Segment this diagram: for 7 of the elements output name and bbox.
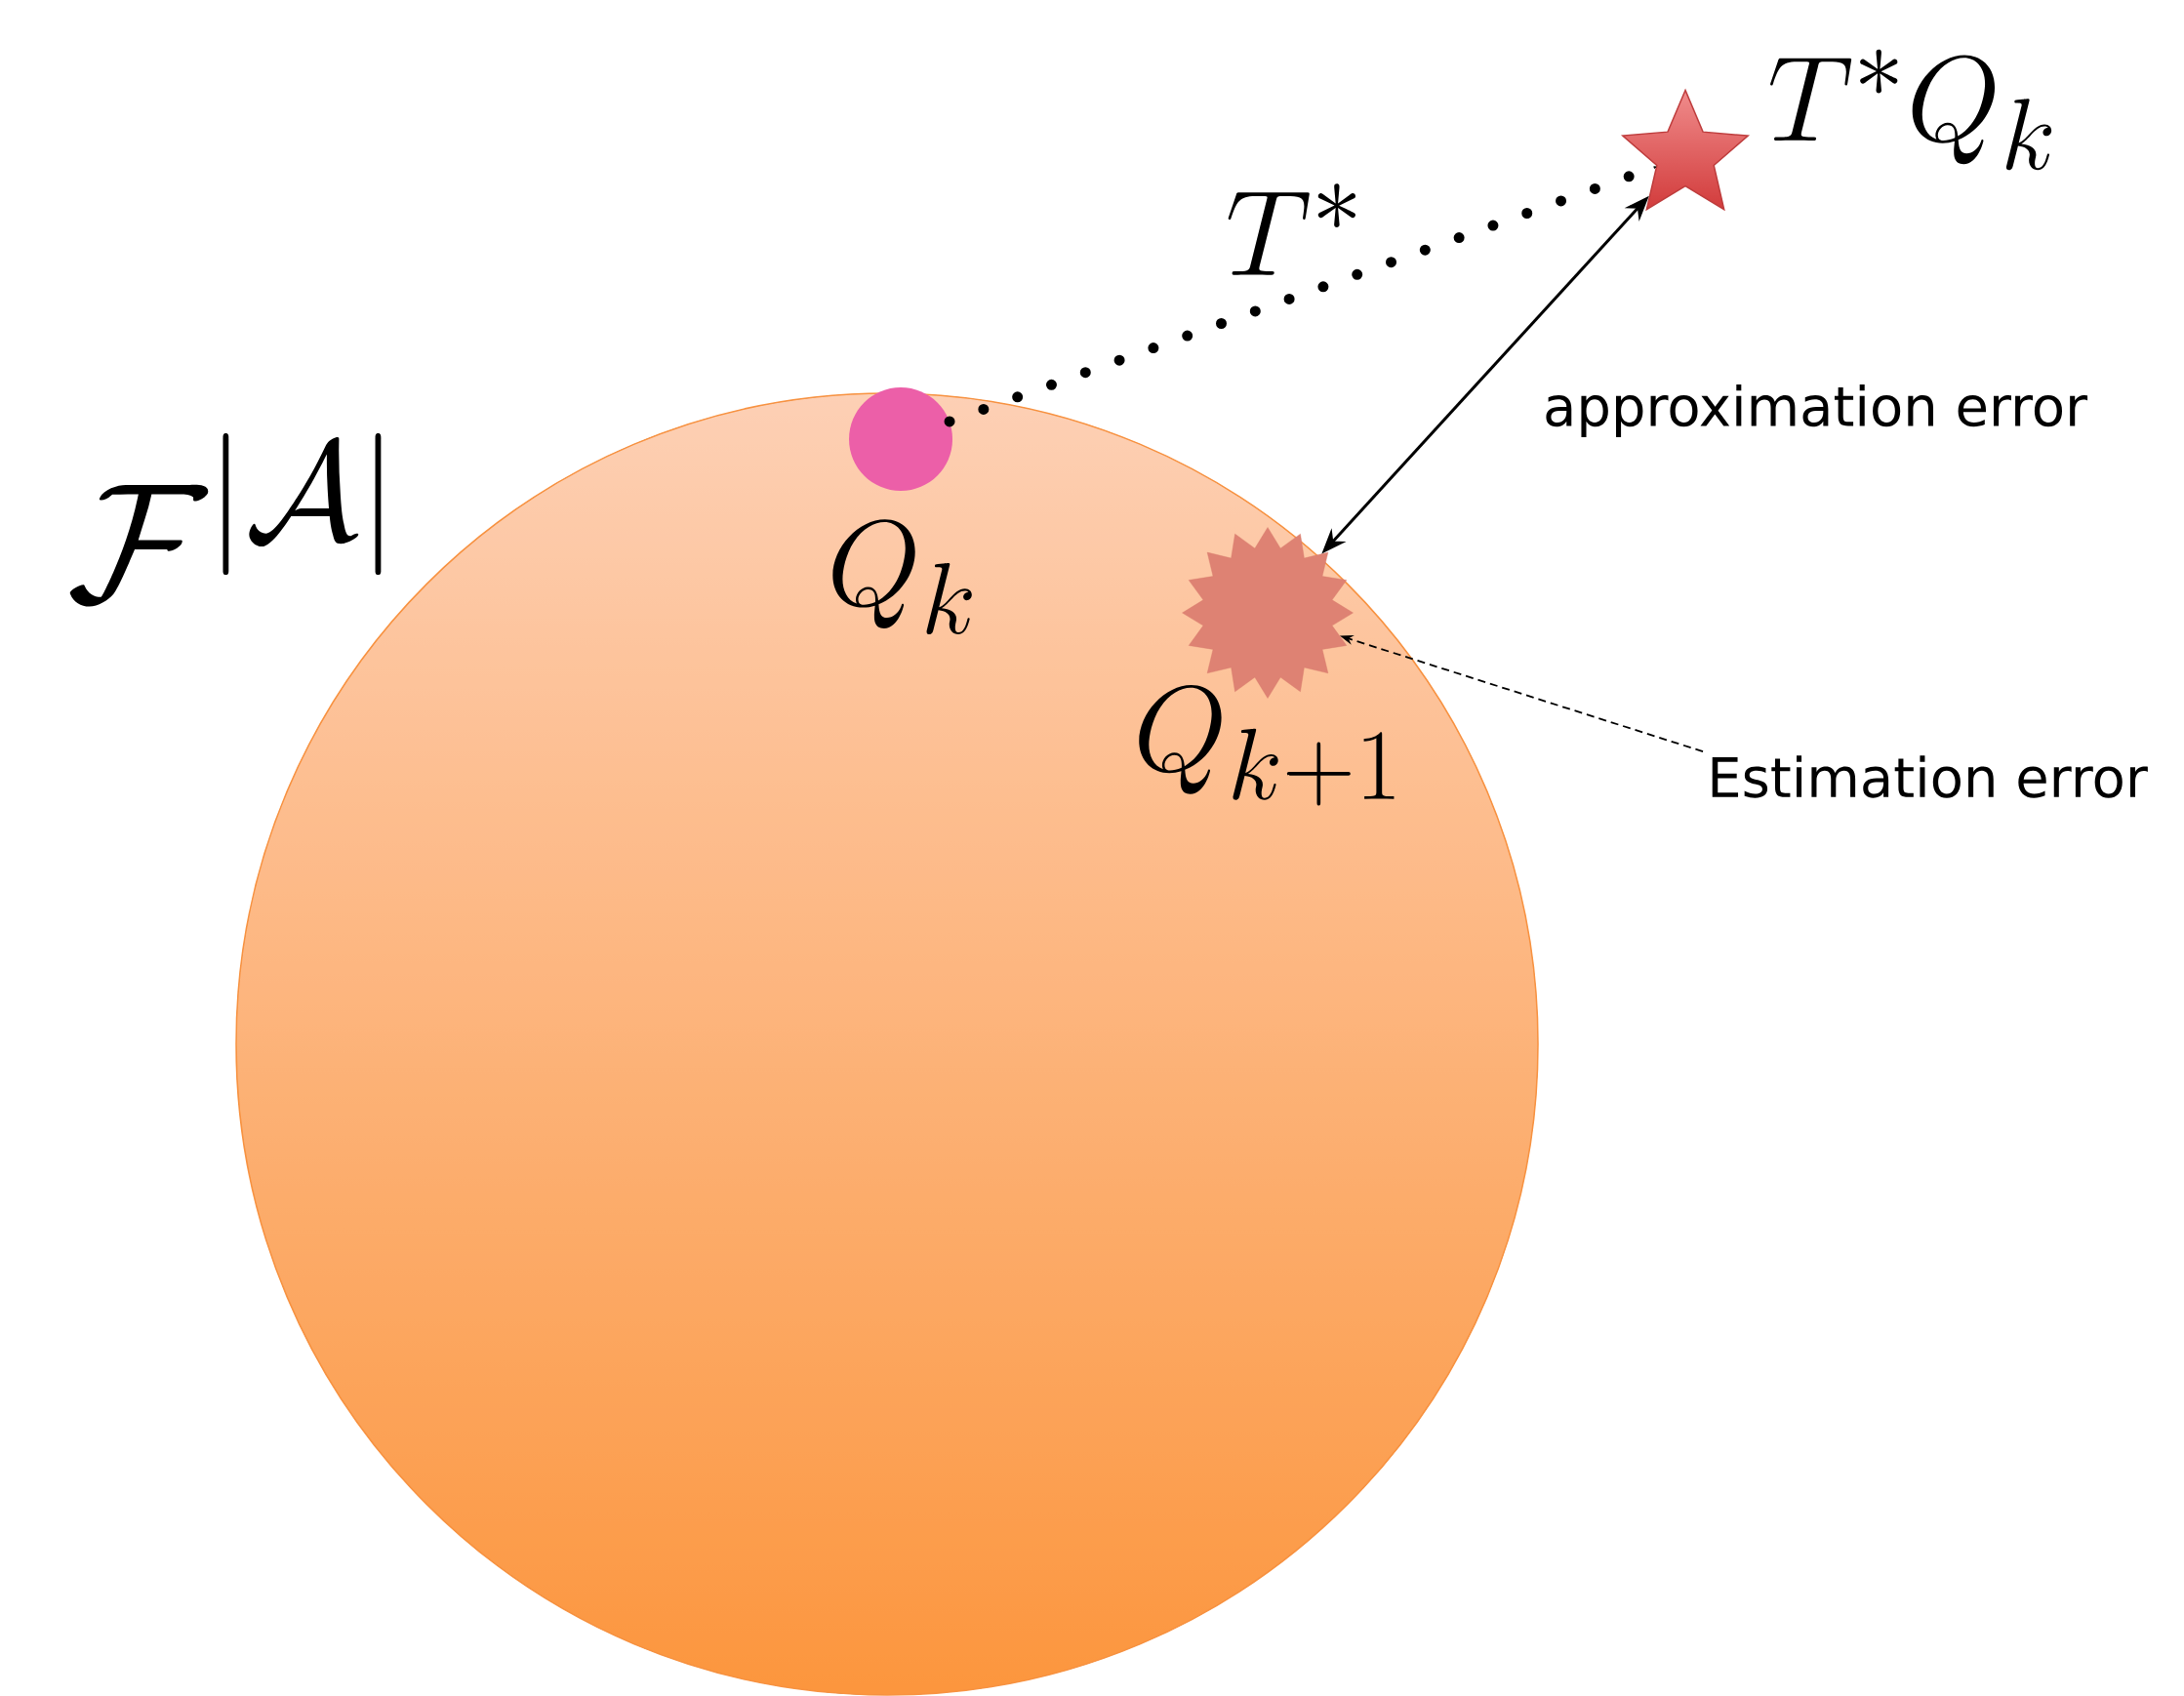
note-text: Estimation error (1712, 755, 2148, 798)
set-label: $\mathcal{F}^{|\mathcal{A}|}$ (69, 432, 382, 607)
point-label: $T^*Q_k$ (1770, 49, 2052, 171)
edge-label: $T^*$ (1228, 183, 1355, 275)
point-label: $Q_k$ (832, 519, 972, 635)
edge-label: approximation error (1546, 384, 2088, 438)
point-label: $Q_{k+1}$ (1139, 685, 1395, 806)
